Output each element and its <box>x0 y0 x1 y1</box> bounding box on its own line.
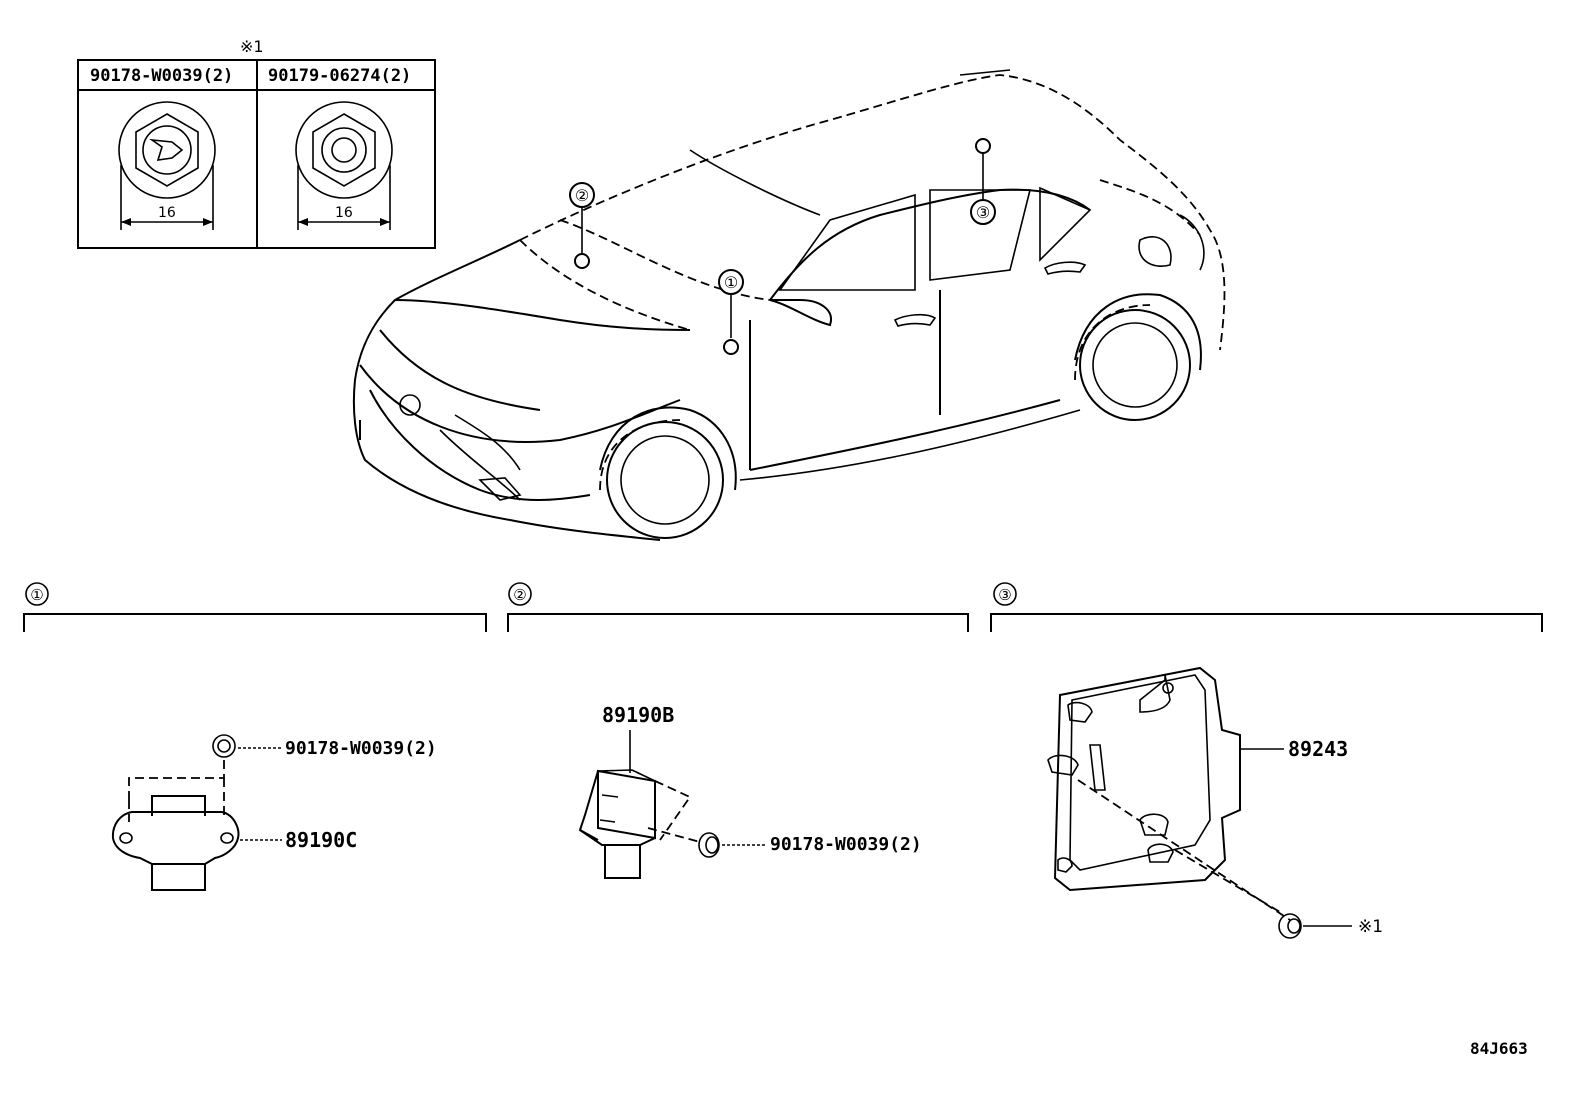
section-3-header: ③ <box>990 582 1543 632</box>
hex-nut-icon <box>295 101 393 230</box>
inset-part-number-1: 90178-W0039(2) <box>90 66 233 86</box>
inset-part-number-2: 90179-06274(2) <box>268 66 411 86</box>
inset-dimension-1: 16 <box>158 205 176 221</box>
nut-icon <box>698 832 720 858</box>
part-label-90178-W0039-s2: 90178-W0039(2) <box>770 834 922 855</box>
inset-note-marker: ※1 <box>240 37 264 56</box>
svg-text:③: ③ <box>998 586 1011 604</box>
vehicle-callout-2: ② <box>569 182 595 269</box>
svg-text:②: ② <box>575 186 589 205</box>
svg-text:①: ① <box>724 273 738 292</box>
vehicle-outline <box>352 69 1226 541</box>
part-label-89243: 89243 <box>1288 737 1348 761</box>
section-1-header: ① <box>23 582 487 632</box>
section-3-parts: 89243 ※1 <box>1047 666 1383 939</box>
flange-nut-icon <box>1278 913 1302 939</box>
svg-text:②: ② <box>513 586 526 604</box>
inset-dimension-2: 16 <box>335 205 353 221</box>
sensor-89190c-icon <box>111 795 240 891</box>
vehicle-callout-1: ① <box>718 269 744 355</box>
flange-nut-icon <box>118 101 216 230</box>
fastener-inset-table: ※1 90178-W0039(2) 90179-06274(2) 16 <box>77 37 436 249</box>
part-label-note-1: ※1 <box>1358 917 1383 937</box>
svg-text:③: ③ <box>976 203 990 222</box>
sensor-89190b-icon <box>578 769 701 879</box>
diagram-code: 84J663 <box>1470 1039 1528 1058</box>
part-label-89190C: 89190C <box>285 828 357 852</box>
vehicle-callout-3: ③ <box>970 138 996 225</box>
nut-icon <box>212 734 236 758</box>
part-label-90178-W0039-s1: 90178-W0039(2) <box>285 738 437 759</box>
ecu-89243-icon <box>1047 666 1291 921</box>
section-2-header: ② <box>507 582 969 632</box>
section-1-parts: 90178-W0039(2) 89190C <box>111 734 437 891</box>
part-label-89190B: 89190B <box>602 703 674 727</box>
svg-text:①: ① <box>30 586 43 604</box>
section-2-parts: 89190B 90178-W0039(2) <box>578 703 922 879</box>
